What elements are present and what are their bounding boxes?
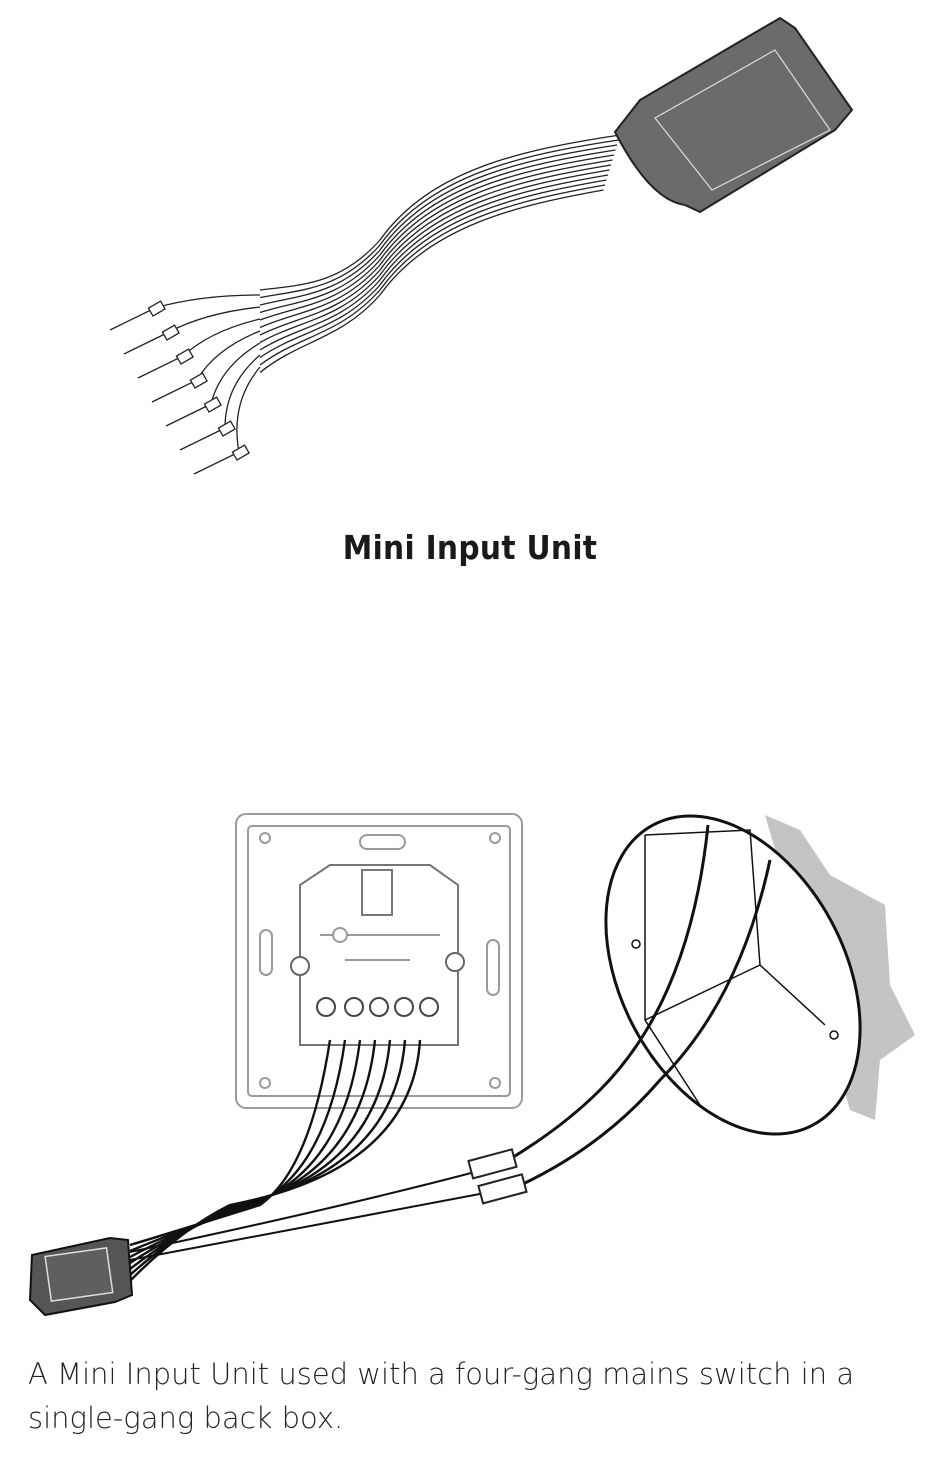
wire-ribbon — [109, 134, 621, 475]
mini-input-unit — [28, 1236, 134, 1317]
mains-wires — [129, 824, 772, 1261]
four-gang-switch — [235, 813, 523, 1109]
figure-title: Mini Input Unit — [342, 528, 598, 567]
figure-caption: A Mini Input Unit used with a four-gang … — [28, 1357, 855, 1435]
switch-wires — [129, 1039, 422, 1282]
input-unit-body — [613, 16, 854, 214]
installation-illustration — [28, 813, 915, 1317]
terminal-connectors — [467, 1148, 528, 1205]
mini-input-unit-illustration — [109, 16, 854, 475]
